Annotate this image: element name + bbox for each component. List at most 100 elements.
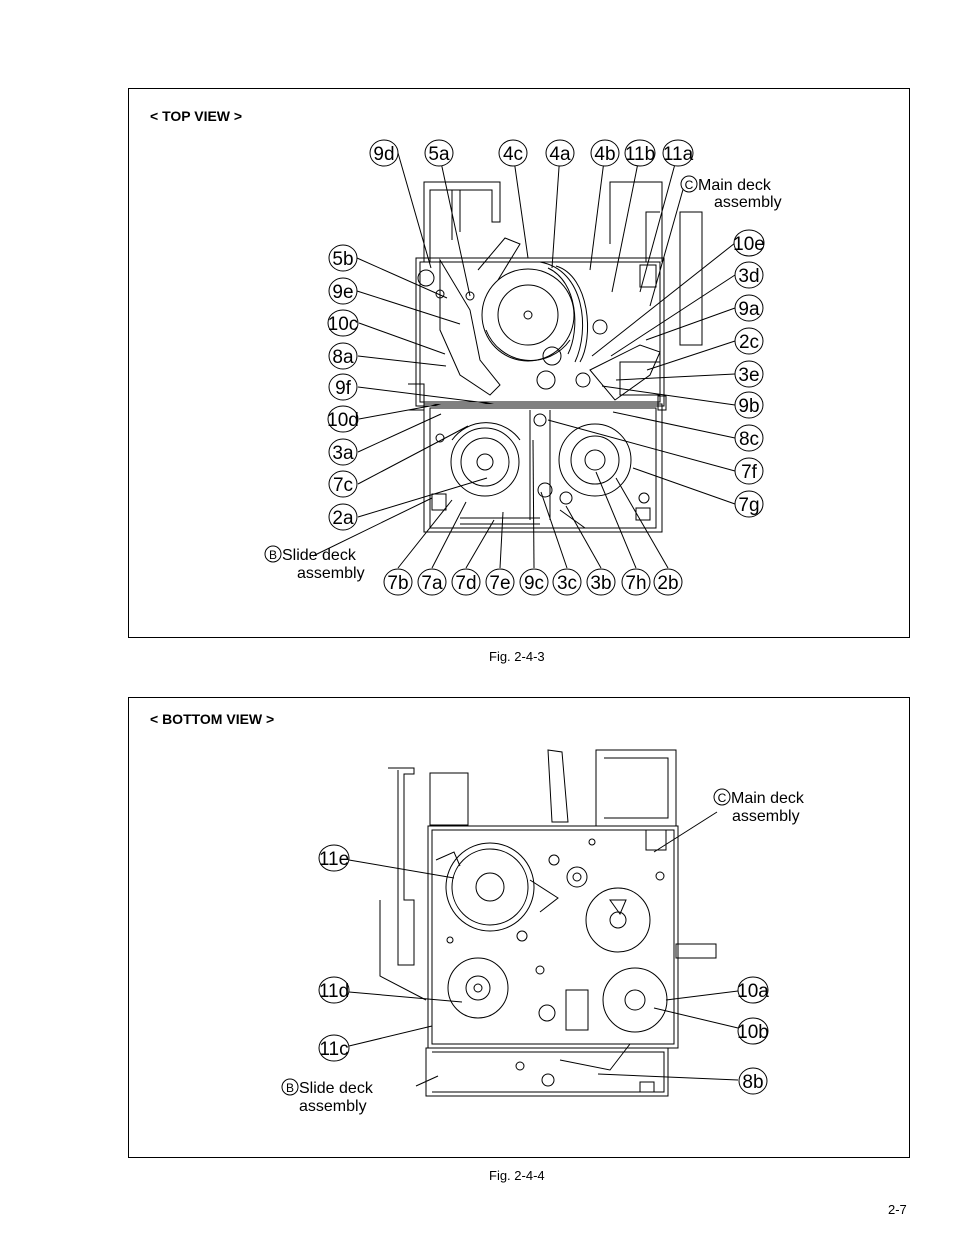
- svg-text:2b: 2b: [657, 573, 678, 594]
- callout-5b: 5b: [328, 244, 358, 272]
- bottom-main-deck-assembly-label: C Main deck assembly: [713, 788, 805, 825]
- svg-text:7b: 7b: [387, 573, 408, 594]
- callout-5a: 5a: [424, 139, 454, 167]
- svg-text:10c: 10c: [328, 314, 359, 335]
- top-view-title: < TOP VIEW >: [150, 108, 243, 124]
- callout-11a: 11a: [662, 139, 694, 167]
- svg-text:4c: 4c: [503, 144, 523, 165]
- svg-text:8a: 8a: [332, 347, 354, 368]
- svg-text:7d: 7d: [455, 573, 476, 594]
- svg-text:assembly: assembly: [714, 194, 782, 211]
- svg-text:10d: 10d: [327, 410, 359, 431]
- svg-text:Main deck: Main deck: [731, 790, 805, 807]
- callout-9a: 9a: [734, 294, 764, 322]
- callout-11b: 11b: [624, 139, 656, 167]
- svg-text:C: C: [718, 791, 727, 805]
- svg-text:B: B: [286, 1081, 294, 1095]
- svg-text:Main deck: Main deck: [698, 177, 772, 194]
- svg-text:9b: 9b: [738, 396, 759, 417]
- callout-10b: 10b: [737, 1017, 769, 1045]
- svg-text:11e: 11e: [319, 849, 349, 870]
- callout-9c: 9c: [519, 568, 549, 596]
- callout-11d: 11d: [318, 976, 350, 1004]
- top-mechanism-drawing: [408, 181, 703, 533]
- bottom-view-panel: [128, 697, 910, 1158]
- svg-text:3a: 3a: [332, 443, 354, 464]
- bottom-slide-deck-assembly-label: B Slide deck assembly: [281, 1078, 374, 1115]
- svg-text:11b: 11b: [625, 144, 655, 165]
- callout-10c: 10c: [327, 309, 359, 337]
- bottom-leader-lines: [348, 811, 739, 1087]
- svg-text:10b: 10b: [737, 1022, 769, 1043]
- callout-7h: 7h: [621, 568, 651, 596]
- svg-text:8b: 8b: [742, 1072, 763, 1093]
- svg-text:2c: 2c: [739, 332, 759, 353]
- top-callouts: 9d 5a 4c 4a 4b 11b 11a 5b 9e 10c 8a 9f 1…: [264, 139, 782, 596]
- callout-4b: 4b: [590, 139, 620, 167]
- callout-8c: 8c: [734, 424, 764, 452]
- svg-text:10e: 10e: [733, 234, 765, 255]
- svg-text:9f: 9f: [335, 378, 352, 399]
- callout-11c: 11c: [318, 1034, 350, 1062]
- svg-text:3c: 3c: [557, 573, 577, 594]
- callout-4a: 4a: [545, 139, 575, 167]
- callout-3b: 3b: [586, 568, 616, 596]
- callout-9f: 9f: [328, 373, 358, 401]
- svg-text:11c: 11c: [319, 1039, 348, 1060]
- svg-text:2a: 2a: [332, 508, 354, 529]
- callout-2a: 2a: [328, 503, 358, 531]
- svg-text:7h: 7h: [625, 573, 646, 594]
- callout-4c: 4c: [498, 139, 528, 167]
- svg-text:11a: 11a: [663, 144, 694, 165]
- svg-text:5a: 5a: [428, 144, 450, 165]
- svg-text:Slide deck: Slide deck: [282, 547, 357, 564]
- callout-9e: 9e: [328, 277, 358, 305]
- callout-11e: 11e: [318, 844, 350, 872]
- callout-3a: 3a: [328, 438, 358, 466]
- callout-9b: 9b: [734, 391, 764, 419]
- top-view-panel: [128, 88, 910, 638]
- top-slide-deck-assembly-label: B Slide deck assembly: [264, 545, 365, 582]
- callout-10e: 10e: [733, 229, 765, 257]
- svg-text:5b: 5b: [332, 249, 353, 270]
- callout-3e: 3e: [734, 360, 764, 388]
- svg-text:10a: 10a: [737, 981, 769, 1002]
- svg-text:8c: 8c: [739, 429, 759, 450]
- svg-text:Slide deck: Slide deck: [299, 1080, 374, 1097]
- bottom-view-title: < BOTTOM VIEW >: [150, 711, 275, 727]
- callout-2c: 2c: [734, 327, 764, 355]
- svg-text:4a: 4a: [549, 144, 571, 165]
- svg-text:9a: 9a: [738, 299, 760, 320]
- callout-8b: 8b: [738, 1067, 768, 1095]
- svg-text:C: C: [685, 178, 694, 192]
- svg-text:4b: 4b: [594, 144, 615, 165]
- callout-7d: 7d: [451, 568, 481, 596]
- callout-7e: 7e: [485, 568, 515, 596]
- svg-text:7g: 7g: [738, 495, 759, 516]
- svg-text:3e: 3e: [738, 365, 759, 386]
- svg-text:9e: 9e: [332, 282, 353, 303]
- top-view-caption: Fig. 2-4-3: [489, 649, 545, 664]
- callout-3d: 3d: [734, 261, 764, 289]
- page-number: 2-7: [888, 1202, 907, 1217]
- svg-text:9c: 9c: [524, 573, 544, 594]
- svg-text:assembly: assembly: [297, 565, 365, 582]
- callout-9d: 9d: [369, 139, 399, 167]
- bottom-callouts: 11e 11d 11c 10a 10b 8b C Main deck assem…: [281, 788, 805, 1115]
- callout-7g: 7g: [734, 490, 764, 518]
- bottom-mechanism-drawing: [379, 749, 717, 1097]
- callout-7f: 7f: [734, 457, 764, 485]
- svg-text:7f: 7f: [741, 462, 758, 483]
- top-main-deck-assembly-label: C Main deck assembly: [680, 175, 782, 211]
- callout-8a: 8a: [328, 342, 358, 370]
- svg-text:3b: 3b: [590, 573, 611, 594]
- callout-7b: 7b: [383, 568, 413, 596]
- svg-text:3d: 3d: [738, 266, 759, 287]
- svg-text:B: B: [269, 548, 277, 562]
- callout-7a: 7a: [417, 568, 447, 596]
- svg-text:11d: 11d: [319, 981, 349, 1002]
- svg-text:7c: 7c: [333, 475, 353, 496]
- svg-text:assembly: assembly: [299, 1098, 367, 1115]
- top-leader-lines: [312, 152, 736, 569]
